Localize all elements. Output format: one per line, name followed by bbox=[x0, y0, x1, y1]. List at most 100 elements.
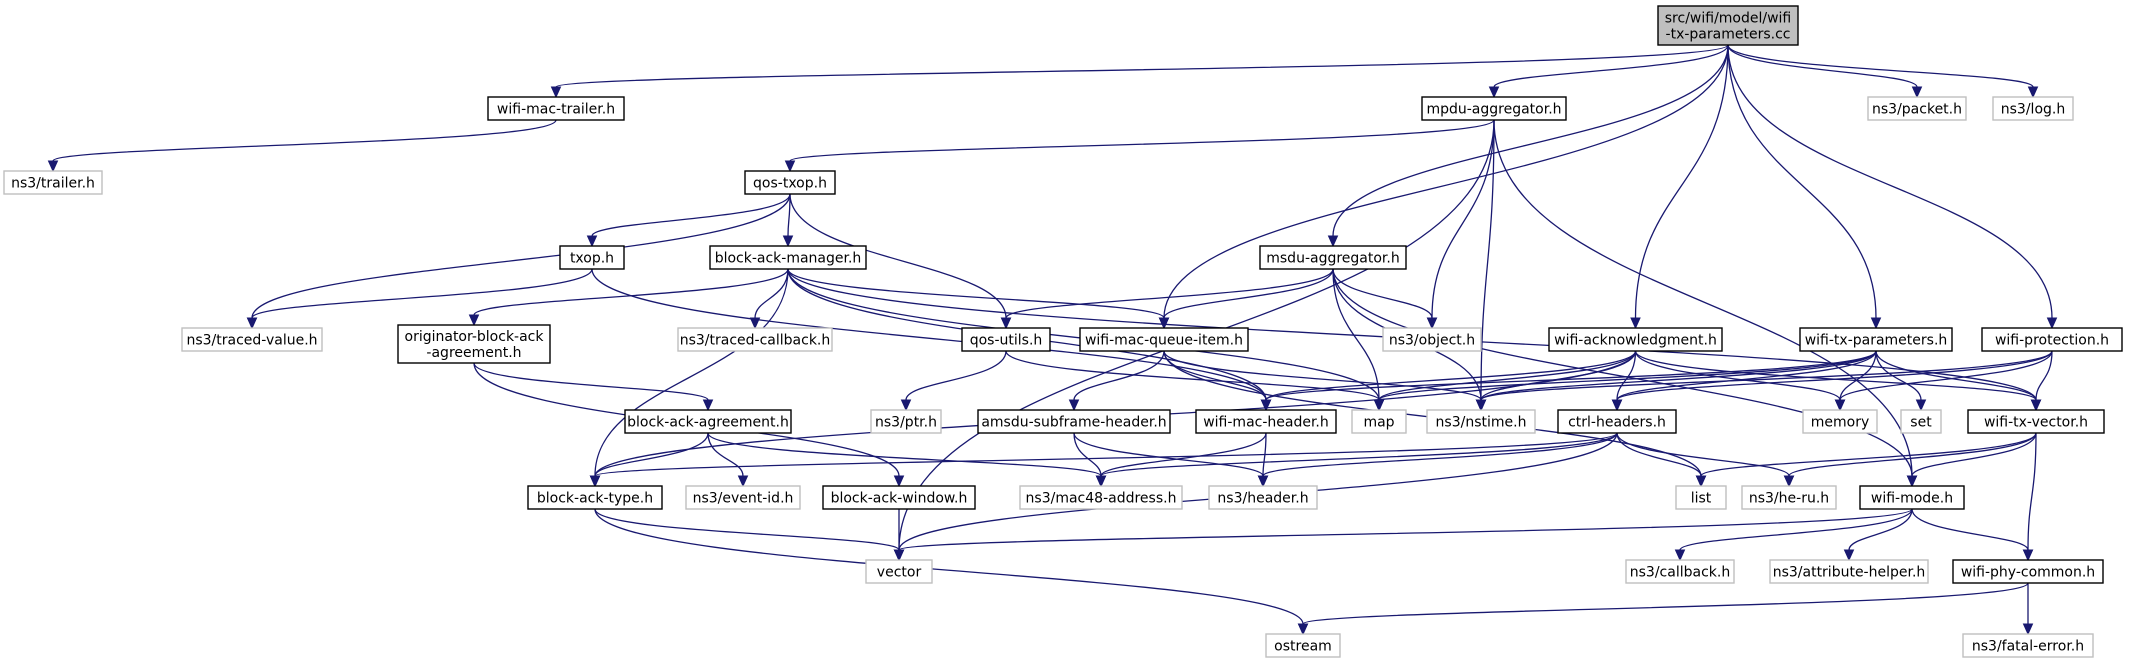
node-ns3-mac48[interactable]: ns3/mac48-address.h bbox=[1019, 485, 1183, 510]
node-ctrl-headers[interactable]: ctrl-headers.h bbox=[1557, 409, 1677, 434]
node-ns3-callback[interactable]: ns3/callback.h bbox=[1625, 559, 1735, 584]
node-mpdu-aggregator[interactable]: mpdu-aggregator.h bbox=[1421, 96, 1567, 121]
node-wifi-mac-trailer[interactable]: wifi-mac-trailer.h bbox=[487, 96, 625, 121]
node-ns3-traced-callback[interactable]: ns3/traced-callback.h bbox=[677, 327, 833, 352]
edge-block-ack-manager-to-block-ack-type bbox=[589, 268, 789, 488]
node-qos-utils-label-0: qos-utils.h bbox=[970, 333, 1043, 349]
edge-wifi-tx-vector-to-ns3-he-ru bbox=[1783, 432, 2037, 488]
node-ostream[interactable]: ostream bbox=[1265, 633, 1341, 658]
node-memory[interactable]: memory bbox=[1802, 409, 1878, 434]
node-wifi-mode-label-0: wifi-mode.h bbox=[1871, 491, 1953, 507]
edge-wifi-phy-common-to-ns3-fatal-error bbox=[2022, 582, 2034, 636]
node-set[interactable]: set bbox=[1900, 409, 1942, 434]
node-block-ack-window[interactable]: block-ack-window.h bbox=[822, 485, 976, 510]
node-block-ack-manager[interactable]: block-ack-manager.h bbox=[709, 245, 867, 270]
node-mpdu-aggregator-label-0: mpdu-aggregator.h bbox=[1426, 102, 1561, 118]
edge-msdu-aggregator-to-wifi-mac-queue-item bbox=[1158, 268, 1334, 330]
edge-ctrl-headers-to-ns3-mac48 bbox=[1095, 432, 1618, 488]
node-wifi-acknowledgment[interactable]: wifi-acknowledgment.h bbox=[1548, 327, 1723, 352]
node-qos-txop-label-0: qos-txop.h bbox=[753, 176, 827, 192]
node-map[interactable]: map bbox=[1351, 409, 1407, 434]
node-wifi-protection[interactable]: wifi-protection.h bbox=[1981, 327, 2123, 352]
node-memory-label-0: memory bbox=[1811, 415, 1870, 431]
node-qos-utils[interactable]: qos-utils.h bbox=[961, 327, 1051, 352]
edge-wifi-tx-parameters-to-wifi-mac-header bbox=[1260, 350, 1877, 412]
edge-wifi-protection-to-memory bbox=[1834, 350, 2053, 412]
node-ns3-he-ru-label-0: ns3/he-ru.h bbox=[1749, 491, 1829, 507]
node-amsdu-subframe-header[interactable]: amsdu-subframe-header.h bbox=[977, 409, 1171, 434]
node-originator-label-0: originator-block-ack bbox=[405, 329, 545, 345]
node-list[interactable]: list bbox=[1675, 485, 1727, 510]
node-ns3-traced-value[interactable]: ns3/traced-value.h bbox=[181, 327, 323, 352]
node-txop[interactable]: txop.h bbox=[559, 245, 625, 270]
edge-qos-utils-to-map bbox=[1005, 350, 1385, 412]
node-block-ack-manager-label-0: block-ack-manager.h bbox=[715, 251, 862, 267]
node-wifi-protection-label-0: wifi-protection.h bbox=[1995, 333, 2109, 349]
node-ctrl-headers-label-0: ctrl-headers.h bbox=[1568, 415, 1666, 431]
node-wifi-mode[interactable]: wifi-mode.h bbox=[1859, 485, 1965, 510]
node-wifi-tx-parameters-label-0: wifi-tx-parameters.h bbox=[1805, 333, 1948, 349]
node-wifi-tx-vector[interactable]: wifi-tx-vector.h bbox=[1967, 409, 2105, 434]
node-ns3-object[interactable]: ns3/object.h bbox=[1382, 327, 1482, 352]
edge-wifi-mode-to-wifi-phy-common bbox=[1911, 508, 2034, 562]
node-block-ack-type[interactable]: block-ack-type.h bbox=[527, 485, 663, 510]
edge-wifi-mac-queue-item-to-amsdu-subframe-header bbox=[1068, 350, 1165, 412]
edge-block-ack-manager-to-wifi-mac-queue-item bbox=[787, 268, 1170, 330]
edge-ctrl-headers-to-ns3-he-ru bbox=[1616, 432, 1795, 488]
node-ns3-callback-label-0: ns3/callback.h bbox=[1630, 565, 1730, 581]
node-ns3-event-id[interactable]: ns3/event-id.h bbox=[685, 485, 801, 510]
node-block-ack-agreement[interactable]: block-ack-agreement.h bbox=[624, 409, 792, 434]
node-ns3-attribute-helper-label-0: ns3/attribute-helper.h bbox=[1773, 565, 1926, 581]
node-wifi-mac-header-label-0: wifi-mac-header.h bbox=[1203, 415, 1329, 431]
node-ns3-ptr[interactable]: ns3/ptr.h bbox=[870, 409, 942, 434]
edge-root-to-wifi-acknowledgment bbox=[1630, 44, 1729, 330]
node-amsdu-subframe-header-label-0: amsdu-subframe-header.h bbox=[981, 415, 1166, 431]
edge-wifi-tx-vector-to-wifi-mode bbox=[1906, 432, 2037, 488]
node-ns3-he-ru[interactable]: ns3/he-ru.h bbox=[1741, 485, 1837, 510]
edge-wifi-tx-parameters-to-map bbox=[1373, 350, 1877, 412]
edge-wifi-mode-to-ns3-callback bbox=[1674, 508, 1913, 562]
node-wifi-mac-trailer-label-0: wifi-mac-trailer.h bbox=[497, 102, 615, 118]
node-ns3-fatal-error[interactable]: ns3/fatal-error.h bbox=[1962, 633, 2094, 658]
node-wifi-mac-header[interactable]: wifi-mac-header.h bbox=[1195, 409, 1337, 434]
node-root-label-0: src/wifi/model/wifi bbox=[1665, 11, 1792, 27]
node-block-ack-type-label-0: block-ack-type.h bbox=[537, 491, 653, 507]
edge-root-to-wifi-tx-parameters bbox=[1727, 44, 1882, 330]
node-ns3-traced-callback-label-0: ns3/traced-callback.h bbox=[680, 333, 831, 349]
edge-root-to-ns3-packet bbox=[1727, 44, 1923, 99]
node-ns3-object-label-0: ns3/object.h bbox=[1389, 333, 1475, 349]
node-ns3-trailer[interactable]: ns3/trailer.h bbox=[3, 170, 103, 195]
edge-ctrl-headers-to-block-ack-type bbox=[589, 432, 1618, 488]
node-wifi-tx-parameters[interactable]: wifi-tx-parameters.h bbox=[1799, 327, 1953, 352]
node-ns3-ptr-label-0: ns3/ptr.h bbox=[875, 415, 937, 431]
edge-mpdu-aggregator-to-qos-txop bbox=[784, 119, 1495, 173]
node-ostream-label-0: ostream bbox=[1274, 639, 1332, 655]
node-wifi-mac-queue-item[interactable]: wifi-mac-queue-item.h bbox=[1079, 327, 1249, 352]
node-ns3-attribute-helper[interactable]: ns3/attribute-helper.h bbox=[1769, 559, 1929, 584]
node-ns3-header[interactable]: ns3/header.h bbox=[1208, 485, 1318, 510]
node-wifi-phy-common[interactable]: wifi-phy-common.h bbox=[1952, 559, 2104, 584]
node-ns3-packet[interactable]: ns3/packet.h bbox=[1867, 96, 1967, 121]
node-vector-label-0: vector bbox=[877, 565, 922, 581]
edge-wifi-tx-parameters-to-set bbox=[1875, 350, 1927, 412]
edge-msdu-aggregator-to-ns3-object bbox=[1332, 268, 1438, 330]
node-msdu-aggregator[interactable]: msdu-aggregator.h bbox=[1259, 245, 1407, 270]
node-wifi-phy-common-label-0: wifi-phy-common.h bbox=[1961, 565, 2095, 581]
node-ns3-nstime-label-0: ns3/nstime.h bbox=[1436, 415, 1527, 431]
edge-wifi-tx-vector-to-list bbox=[1695, 432, 2037, 488]
edge-wifi-mode-to-vector bbox=[893, 508, 1913, 562]
node-map-label-0: map bbox=[1363, 415, 1394, 431]
nodes-layer: src/wifi/model/wifi-tx-parameters.cc wifi… bbox=[3, 5, 2123, 658]
edge-root-to-mpdu-aggregator bbox=[1488, 44, 1729, 99]
node-vector[interactable]: vector bbox=[865, 559, 933, 584]
node-ns3-packet-label-0: ns3/packet.h bbox=[1872, 102, 1962, 118]
node-originator[interactable]: originator-block-ack-agreement.h bbox=[397, 324, 551, 364]
edge-ctrl-headers-to-ns3-header bbox=[1257, 432, 1618, 488]
node-ns3-nstime[interactable]: ns3/nstime.h bbox=[1426, 409, 1536, 434]
node-qos-txop[interactable]: qos-txop.h bbox=[744, 170, 836, 195]
node-txop-label-0: txop.h bbox=[570, 251, 614, 267]
node-ns3-log[interactable]: ns3/log.h bbox=[1992, 96, 2074, 121]
node-msdu-aggregator-label-0: msdu-aggregator.h bbox=[1266, 251, 1399, 267]
edge-qos-utils-to-ns3-ptr bbox=[900, 350, 1007, 412]
node-root[interactable]: src/wifi/model/wifi-tx-parameters.cc bbox=[1657, 5, 1799, 46]
